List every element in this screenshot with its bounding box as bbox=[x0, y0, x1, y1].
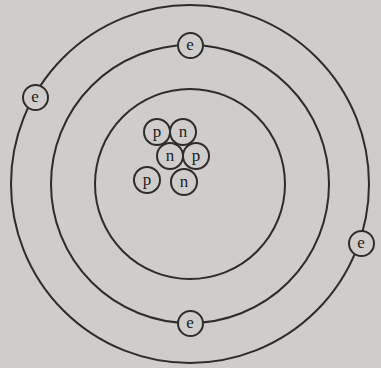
neutron-symbol: n bbox=[166, 147, 175, 164]
proton-symbol: p bbox=[143, 171, 152, 188]
electron-circle: e bbox=[22, 84, 49, 111]
neutron-circle: n bbox=[156, 142, 184, 170]
neutron-symbol: n bbox=[180, 173, 189, 190]
neutron-circle: n bbox=[170, 168, 198, 196]
neutron-symbol: n bbox=[179, 123, 188, 140]
electron-circle: e bbox=[348, 230, 375, 257]
proton-circle: p bbox=[133, 166, 161, 194]
proton-circle: p bbox=[182, 142, 210, 170]
electron-circle: e bbox=[177, 32, 204, 59]
electron-symbol: e bbox=[31, 88, 39, 105]
proton-symbol: p bbox=[192, 147, 201, 164]
electron-symbol: e bbox=[357, 234, 365, 251]
proton-symbol: p bbox=[153, 123, 162, 140]
electron-symbol: e bbox=[186, 314, 194, 331]
electron-circle: e bbox=[177, 310, 204, 337]
middle-orbit bbox=[51, 45, 329, 323]
outer-orbit bbox=[11, 5, 369, 363]
electron-symbol: e bbox=[186, 36, 194, 53]
inner-orbit bbox=[95, 89, 285, 279]
